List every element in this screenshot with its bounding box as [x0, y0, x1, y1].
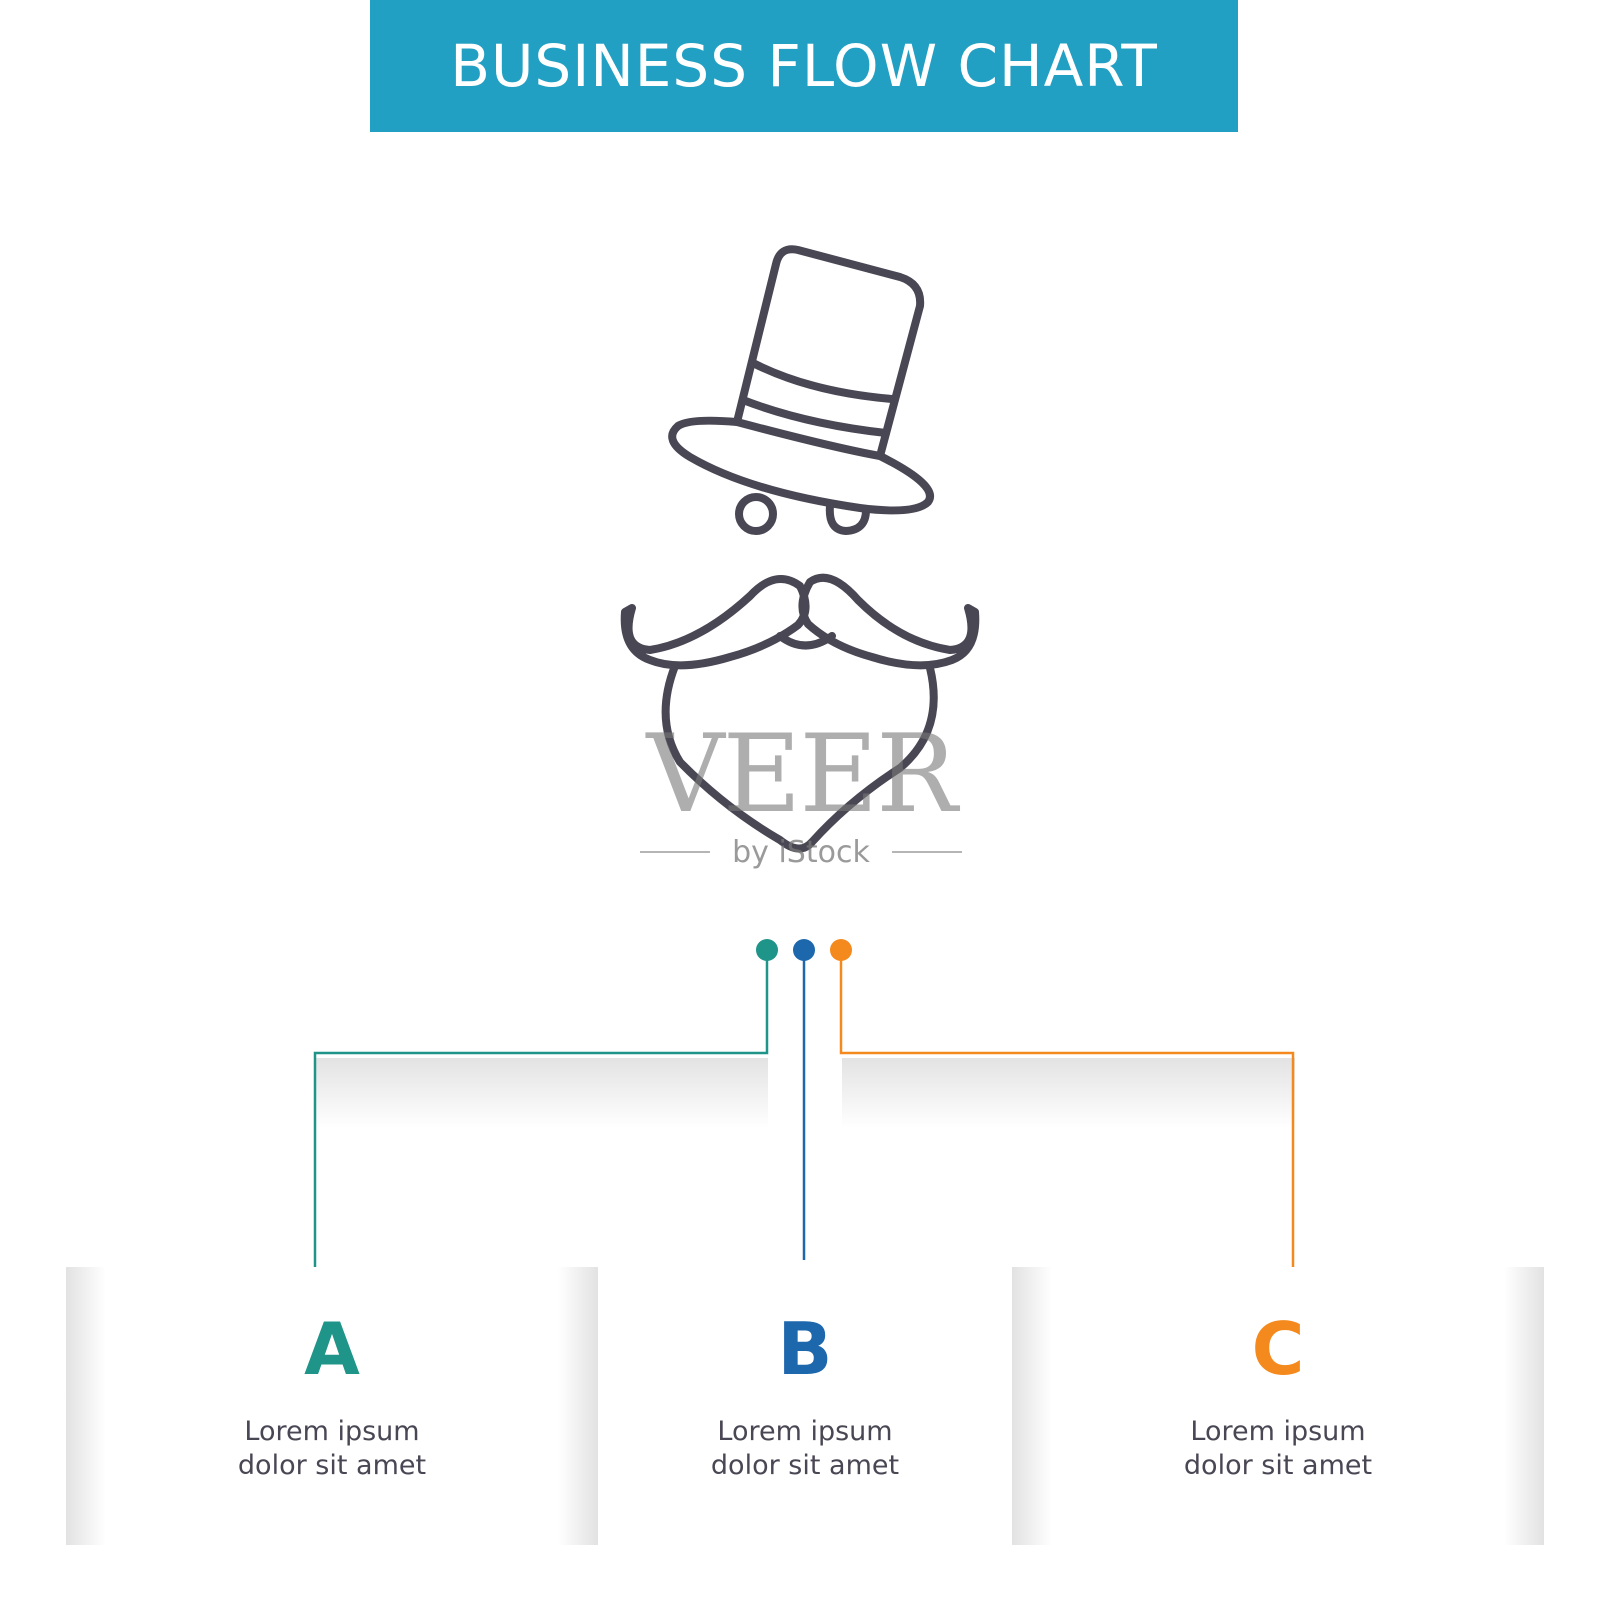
connector-shadow-right	[842, 1058, 1295, 1128]
box-shade-left	[66, 1267, 106, 1545]
node-dot-a	[756, 939, 778, 961]
branch-box-c: C Lorem ipsum dolor sit amet	[1012, 1267, 1544, 1545]
branch-box-a: A Lorem ipsum dolor sit amet	[66, 1267, 598, 1545]
watermark-sub: by iStock	[636, 832, 966, 872]
branch-letter: B	[777, 1307, 833, 1391]
mustache-right	[798, 573, 980, 670]
branch-text-line2: dolor sit amet	[237, 1450, 427, 1481]
hat-band-top	[749, 359, 896, 403]
hat-brim	[668, 416, 934, 515]
mustache	[620, 574, 810, 670]
branch-text: Lorem ipsum dolor sit amet	[598, 1415, 1012, 1483]
branch-text: Lorem ipsum dolor sit amet	[1012, 1415, 1544, 1483]
connector-c	[839, 958, 1295, 1278]
node-dot-c	[830, 939, 852, 961]
box-shade-left	[1012, 1267, 1052, 1545]
right-eye	[825, 502, 870, 535]
connector-shadow-left	[315, 1058, 768, 1128]
branch-text: Lorem ipsum dolor sit amet	[66, 1415, 598, 1483]
branch-box-b: B Lorem ipsum dolor sit amet	[598, 1267, 1012, 1545]
page-title: BUSINESS FLOW CHART	[450, 32, 1158, 100]
connector-a	[313, 958, 769, 1278]
top-hat-mustache-beard-icon	[620, 245, 980, 853]
branch-text-line1: Lorem ipsum	[717, 1416, 893, 1447]
branch-text-line2: dolor sit amet	[1183, 1450, 1373, 1481]
node-dot-b	[793, 939, 815, 961]
title-bar: BUSINESS FLOW CHART	[370, 0, 1238, 132]
watermark-sub-text: by iStock	[732, 834, 870, 870]
branch-text-line1: Lorem ipsum	[244, 1416, 420, 1447]
beard	[661, 662, 938, 853]
connectors	[313, 958, 1295, 1278]
box-shade-right	[558, 1267, 598, 1545]
branch-letter: A	[304, 1307, 360, 1391]
watermark-line-left	[640, 851, 711, 853]
mouth	[776, 632, 836, 650]
hat-band-bottom	[739, 396, 890, 437]
hat-crown	[733, 245, 925, 460]
box-shade-right	[1504, 1267, 1544, 1545]
watermark-brand: VEER	[646, 712, 958, 837]
left-eye	[735, 493, 777, 535]
watermark-line-right	[891, 851, 962, 853]
branch-text-line2: dolor sit amet	[710, 1450, 900, 1481]
branch-text-line1: Lorem ipsum	[1190, 1416, 1366, 1447]
branch-letter: C	[1251, 1307, 1305, 1391]
